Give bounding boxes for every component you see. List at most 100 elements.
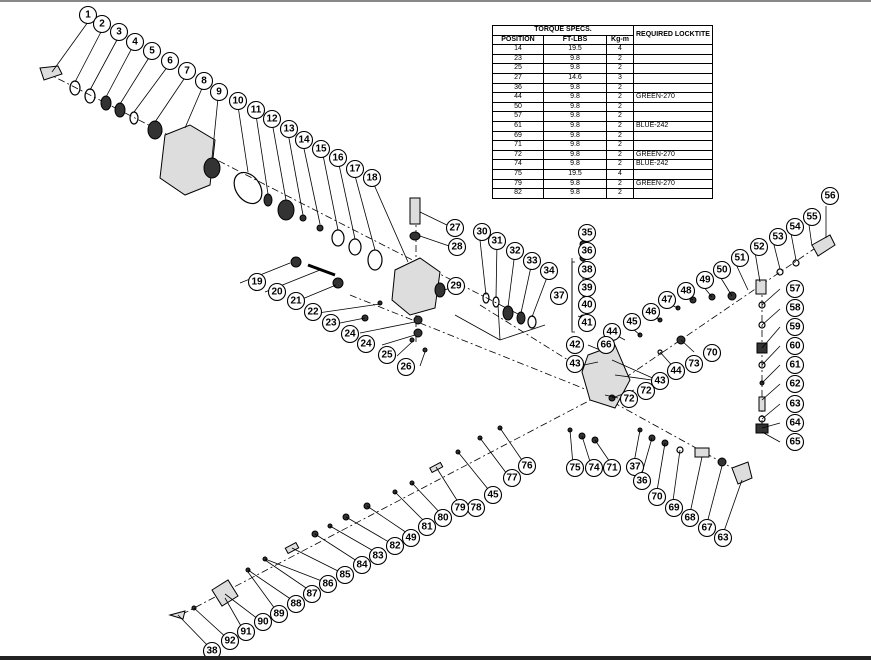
- kgm-cell: 2: [606, 63, 634, 74]
- callout-label: 36: [581, 246, 593, 257]
- ftlbs-cell: 14.6: [543, 72, 607, 84]
- callout-24: 24: [340, 324, 360, 344]
- callout-label: 9: [216, 87, 222, 98]
- callout-label: 62: [789, 379, 801, 390]
- position-cell: 27: [492, 72, 544, 84]
- leader-lines: [51, 21, 827, 651]
- crankcase-part: [159, 124, 216, 196]
- position-cell: 75: [492, 168, 544, 180]
- callout-label: 18: [366, 173, 378, 184]
- kgm-cell: 2: [606, 120, 634, 132]
- callout-label: 72: [640, 386, 652, 397]
- callout-label: 76: [521, 461, 533, 472]
- position-cell: 79: [492, 178, 544, 190]
- callout-label: 24: [344, 329, 356, 340]
- callout-label: 67: [701, 523, 713, 534]
- callout-18: 18: [362, 168, 382, 188]
- callout-label: 40: [581, 300, 593, 311]
- callout-52: 52: [749, 237, 769, 257]
- callout-43: 43: [650, 371, 670, 391]
- callout-57: 57: [785, 279, 805, 299]
- part-shapes: [39, 65, 836, 620]
- callout-label: 79: [454, 503, 466, 514]
- callout-20: 20: [267, 282, 287, 302]
- callout-26: 26: [396, 357, 416, 377]
- callout-41: 41: [577, 313, 597, 333]
- callout-59: 59: [785, 317, 805, 337]
- callout-label: 49: [405, 533, 417, 544]
- kgm-cell: 2: [606, 111, 634, 122]
- callout-76: 76: [517, 456, 537, 476]
- callout-83: 83: [368, 546, 388, 566]
- callout-81: 81: [417, 517, 437, 537]
- callout-17: 17: [345, 159, 365, 179]
- callout-42: 42: [565, 335, 585, 355]
- locktite-cell: [633, 44, 713, 55]
- callout-label: 24: [360, 339, 372, 350]
- callout-label: 81: [421, 522, 433, 533]
- callout-label: 92: [224, 636, 236, 647]
- locktite-header: REQUIRED LOCKTITE: [633, 24, 713, 46]
- callout-label: 10: [232, 96, 244, 107]
- callout-label: 23: [325, 318, 337, 329]
- callout-15: 15: [311, 139, 331, 159]
- callout-label: 19: [251, 277, 263, 288]
- torque-specs-header: TORQUE SPECS.: [492, 25, 634, 36]
- position-cell: 50: [492, 101, 544, 113]
- locktite-cell: [633, 82, 713, 94]
- callout-49: 49: [695, 270, 715, 290]
- ftlbs-cell: 9.8: [543, 53, 607, 65]
- callout-label: 60: [789, 341, 801, 352]
- locktite-cell: BLUE-242: [633, 159, 713, 170]
- callout-label: 70: [651, 492, 663, 503]
- callout-90: 90: [253, 612, 273, 632]
- callout-label: 42: [569, 340, 581, 351]
- nozzle-part: [811, 234, 836, 257]
- callout-14: 14: [294, 130, 314, 150]
- callout-89: 89: [269, 604, 289, 624]
- callout-label: 8: [201, 76, 207, 87]
- callout-2: 2: [92, 14, 112, 34]
- callout-33: 33: [522, 251, 542, 271]
- callout-label: 44: [606, 327, 618, 338]
- callout-label: 70: [706, 348, 718, 359]
- callout-label: 87: [306, 589, 318, 600]
- callout-label: 78: [470, 503, 482, 514]
- bottom-border: [0, 656, 871, 660]
- callout-73: 73: [684, 354, 704, 374]
- callout-label: 86: [322, 579, 334, 590]
- callout-84: 84: [352, 555, 372, 575]
- callout-37: 37: [625, 457, 645, 477]
- grip-part: [211, 579, 239, 607]
- callout-19: 19: [247, 272, 267, 292]
- kgm-column-header: Kg-m: [606, 34, 634, 46]
- callout-label: 12: [266, 114, 278, 125]
- ftlbs-cell: 9.8: [543, 149, 607, 161]
- ftlbs-cell: 9.8: [543, 63, 607, 74]
- callout-label: 38: [206, 646, 218, 657]
- callout-label: 88: [290, 599, 302, 610]
- shaft-part: [39, 65, 63, 81]
- kgm-cell: 2: [606, 178, 634, 190]
- callout-label: 16: [332, 153, 344, 164]
- callout-label: 46: [645, 307, 657, 318]
- callout-30: 30: [472, 222, 492, 242]
- callout-label: 50: [716, 265, 728, 276]
- pump-body-part: [391, 257, 441, 316]
- kgm-cell: 2: [606, 159, 634, 170]
- callout-13: 13: [279, 119, 299, 139]
- callout-label: 52: [753, 242, 765, 253]
- locktite-cell: BLUE-242: [633, 120, 713, 132]
- callout-77: 77: [502, 468, 522, 488]
- callout-label: 73: [688, 359, 700, 370]
- callout-63: 63: [713, 528, 733, 548]
- callout-label: 77: [506, 473, 518, 484]
- callout-label: 69: [668, 503, 680, 514]
